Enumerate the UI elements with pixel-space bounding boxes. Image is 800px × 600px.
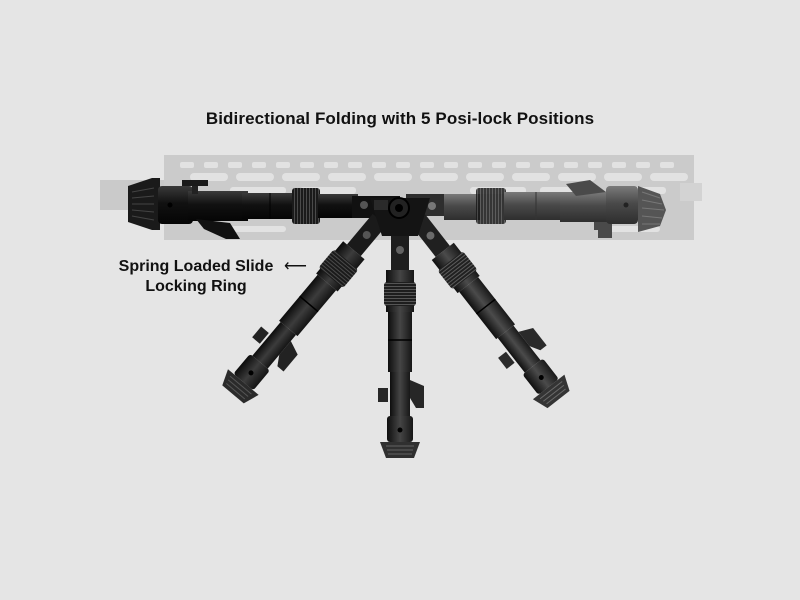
callout-line-2: Locking Ring (145, 278, 247, 295)
callout-line-1: Spring Loaded Slide (118, 258, 274, 275)
headline: Bidirectional Folding with 5 Posi-lock P… (205, 109, 595, 128)
locking-ring-callout: Spring Loaded Slide Locking Ring ⟵ (96, 257, 307, 297)
center-vertical-leg (377, 229, 425, 459)
left-arrow-icon: ⟵ (284, 258, 307, 275)
pivot-hub (370, 197, 430, 236)
